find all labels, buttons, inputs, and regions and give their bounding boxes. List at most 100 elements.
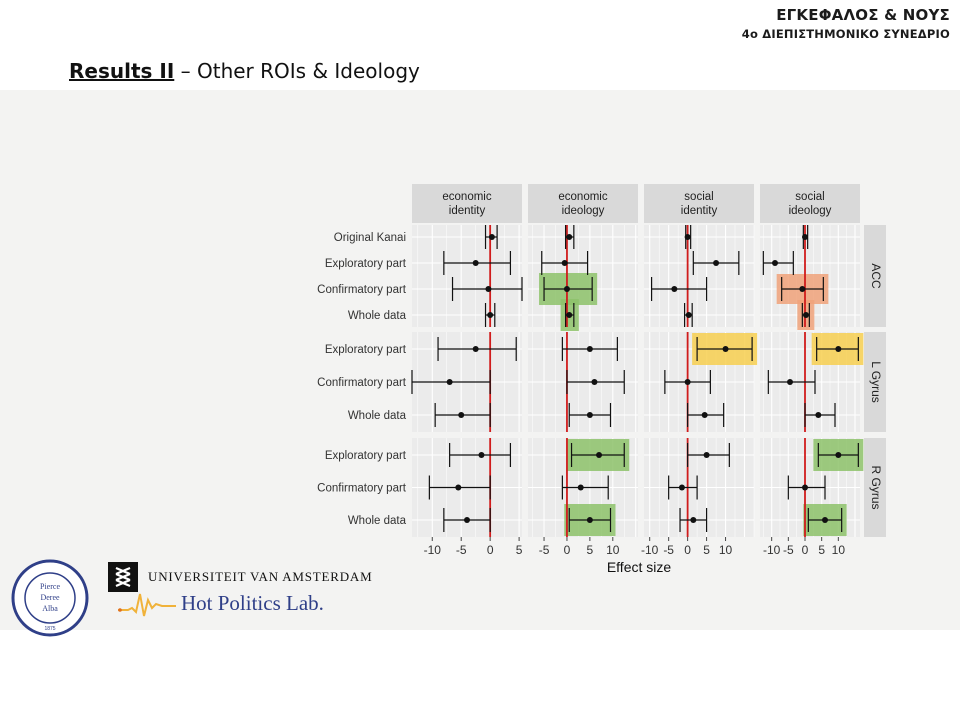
x-tick-label-3--5: -5 [783,543,794,557]
column-label-1-1: ideology [562,205,605,217]
column-strip-3 [760,184,860,223]
point-2-3-2 [822,517,828,523]
panel-bg-0-2 [644,225,754,327]
point-0-2-3 [685,312,692,318]
point-1-3-0 [835,346,842,352]
point-0-2-1 [713,260,720,266]
roi-label-2: R Gyrus [869,465,883,509]
uva-name: UNIVERSITEIT VAN AMSTERDAM [148,569,373,584]
column-label-2-0: social [684,191,713,203]
point-2-2-1 [678,484,685,491]
point-0-3-0 [802,234,808,240]
hot-politics-lab-name: Hot Politics Lab. [181,591,324,615]
category-label-0-3: Whole data [348,310,407,322]
x-tick-label-3-5: 5 [818,543,825,557]
point-0-2-2 [671,286,678,292]
hot-politics-wave-icon [118,593,176,617]
column-label-3-0: social [795,191,824,203]
category-label-1-2: Whole data [348,410,407,422]
x-tick-label-2-10: 10 [719,543,733,557]
point-2-2-0 [703,452,710,458]
point-1-0-1 [446,379,453,385]
x-tick-label-2-5: 5 [703,543,710,557]
point-0-0-0 [488,234,495,240]
point-1-3-1 [787,379,793,385]
roi-strip-2 [864,438,886,537]
column-label-2-1: identity [681,205,718,217]
point-0-1-0 [566,234,573,240]
point-1-1-2 [586,412,593,418]
point-2-1-2 [586,517,593,523]
x-axis-label: Effect size [607,559,672,575]
point-0-2-0 [684,234,691,240]
conference-subtitle: 4ο ΔΙΕΠΙΣΤΗΜΟΝΙΚΟ ΣΥΝΕΔΡΙΟ [741,27,950,41]
uva-logo-icon [108,562,138,592]
roi-strip-0 [864,225,886,327]
point-2-3-0 [835,452,842,458]
category-label-0-1: Exploratory part [325,258,407,270]
column-label-1-0: economic [558,191,607,203]
column-strip-0 [412,184,522,223]
x-tick-label-0-5: 5 [516,543,523,557]
category-label-2-0: Exploratory part [325,450,407,462]
x-tick-label-3-10: 10 [832,543,846,557]
roi-label-0: ACC [869,263,883,289]
x-tick-label-3-0: 0 [802,543,809,557]
category-label-0-2: Confirmatory part [317,284,407,296]
point-0-3-2 [799,286,806,292]
category-label-0-0: Original Kanai [334,232,406,244]
seal-inner-1: Pierce [40,582,60,591]
point-2-1-0 [596,452,603,458]
column-strip-1 [528,184,638,223]
point-0-3-3 [803,312,809,318]
forest-plot: economic identity economic ideology social id… [317,184,886,575]
x-tick-label-3--10: -10 [763,543,781,557]
point-0-1-2 [563,286,570,292]
x-tick-label-1--5: -5 [539,543,550,557]
college-seal-logo: Pierce Deree Alba 1875 [11,559,89,637]
seal-year: 1875 [44,626,55,632]
point-1-0-2 [458,412,465,418]
seal-inner-2: Deree [40,593,60,602]
x-tick-label-0-0: 0 [487,543,494,557]
x-tick-label-1-0: 0 [564,543,571,557]
point-0-1-3 [566,312,573,318]
x-tick-label-1-10: 10 [606,543,620,557]
category-label-1-1: Confirmatory part [317,377,407,389]
x-tick-label-0--10: -10 [424,543,442,557]
category-label-2-1: Confirmatory part [317,483,407,495]
point-2-0-1 [455,484,462,491]
x-tick-label-1-5: 5 [587,543,594,557]
x-tick-label-2--10: -10 [641,543,659,557]
column-label-3-1: ideology [789,205,832,217]
point-1-2-0 [722,346,729,352]
point-0-1-1 [561,260,568,266]
slide-title-strong: Results II [69,59,175,83]
x-tick-label-2--5: -5 [663,543,674,557]
point-0-0-2 [485,286,492,292]
point-1-0-0 [472,346,479,352]
point-1-2-2 [701,412,708,418]
point-1-1-0 [586,346,593,352]
point-0-0-3 [487,312,494,318]
column-label-0-0: economic [442,191,491,203]
column-label-0-1: identity [449,205,486,217]
panel-bg-0-0 [412,225,522,327]
column-strip-2 [644,184,754,223]
point-1-3-2 [815,412,822,418]
conference-title: ΕΓΚΕΦΑΛΟΣ & ΝΟΥΣ [776,6,950,24]
x-tick-label-2-0: 0 [684,543,691,557]
category-label-1-0: Exploratory part [325,344,407,356]
roi-label-1: L Gyrus [869,361,883,403]
x-tick-label-0--5: -5 [456,543,467,557]
point-2-0-0 [478,452,485,458]
point-0-0-1 [472,260,479,266]
point-2-0-2 [464,517,470,523]
category-label-2-2: Whole data [348,515,407,527]
point-0-3-1 [772,260,778,266]
point-1-2-1 [684,379,691,385]
slide-title: Results II – Other ROIs & Ideology [69,59,420,83]
seal-inner-3: Alba [42,604,58,613]
point-2-3-1 [802,484,808,491]
point-1-1-1 [591,379,598,385]
